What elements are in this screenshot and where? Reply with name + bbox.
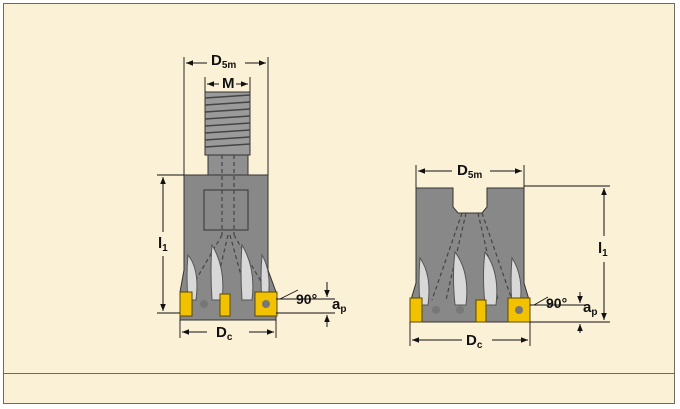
left-diameter-label: Dc bbox=[216, 324, 233, 343]
caption-divider bbox=[4, 373, 674, 374]
left-flutes bbox=[186, 243, 270, 301]
left-neck bbox=[207, 154, 249, 176]
left-tool bbox=[157, 57, 335, 338]
right-d5m-label: D5m bbox=[457, 162, 483, 181]
right-dimension-lines bbox=[412, 168, 607, 343]
left-thread-lines bbox=[204, 94, 251, 148]
left-depth-label: ap bbox=[332, 296, 347, 315]
left-d5m-label: D5m bbox=[211, 52, 237, 71]
right-depth-label: ap bbox=[583, 299, 598, 318]
left-length-label: l1 bbox=[158, 235, 168, 254]
left-inserts bbox=[179, 291, 278, 317]
right-extension-lines bbox=[409, 165, 610, 346]
right-diameter-label: Dc bbox=[466, 332, 483, 351]
left-angle-label: 90° bbox=[296, 291, 318, 307]
figure-frame bbox=[3, 3, 675, 404]
left-thread-label: M bbox=[222, 75, 235, 92]
right-flutes bbox=[418, 250, 522, 306]
right-insert-screws bbox=[432, 306, 523, 314]
left-extension-lines bbox=[157, 57, 335, 338]
left-body-window bbox=[203, 189, 249, 231]
right-angle-label: 90° bbox=[546, 295, 568, 311]
left-dimension-lines bbox=[160, 60, 330, 335]
right-length-label: l1 bbox=[598, 240, 608, 259]
right-tool bbox=[409, 165, 610, 346]
left-insert-screws bbox=[200, 300, 270, 308]
